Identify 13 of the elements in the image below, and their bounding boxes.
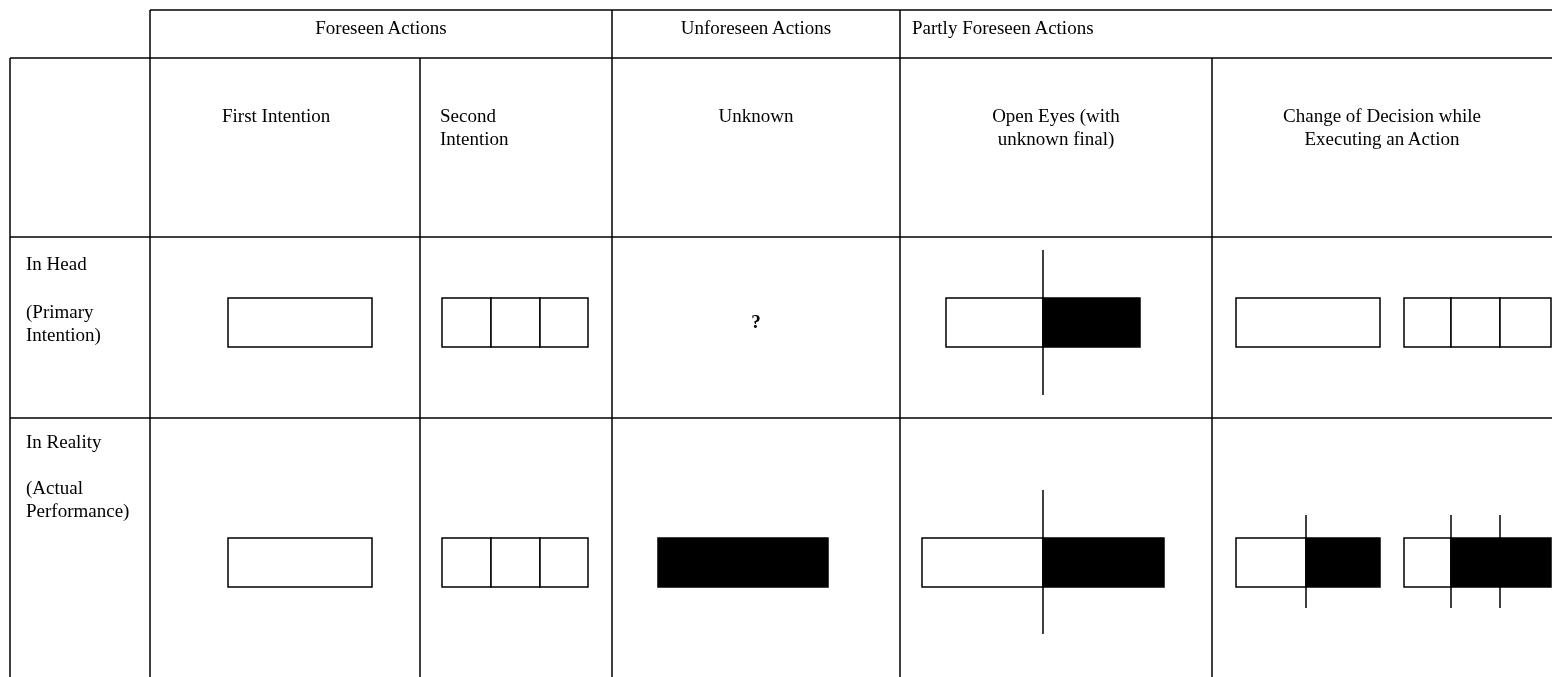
row-header: In Head [26, 252, 88, 275]
column-header: First Intention [222, 104, 332, 127]
row-header: In Reality [26, 430, 103, 453]
row-header-note: (Actual Performance) [26, 476, 131, 522]
row-header-note: (Primary Intention) [26, 300, 102, 346]
column-group-header: Partly Foreseen Actions [912, 16, 1095, 39]
column-group-header: Unforeseen Actions [679, 16, 833, 39]
column-group-header: Foreseen Actions [314, 16, 448, 39]
column-header: Change of Decision while Executing an Action [1282, 104, 1482, 150]
column-header: Unknown [717, 104, 795, 127]
question-mark: ? [750, 310, 762, 333]
column-header: Second Intention [440, 104, 510, 150]
column-header: Open Eyes (with unknown final) [991, 104, 1121, 150]
